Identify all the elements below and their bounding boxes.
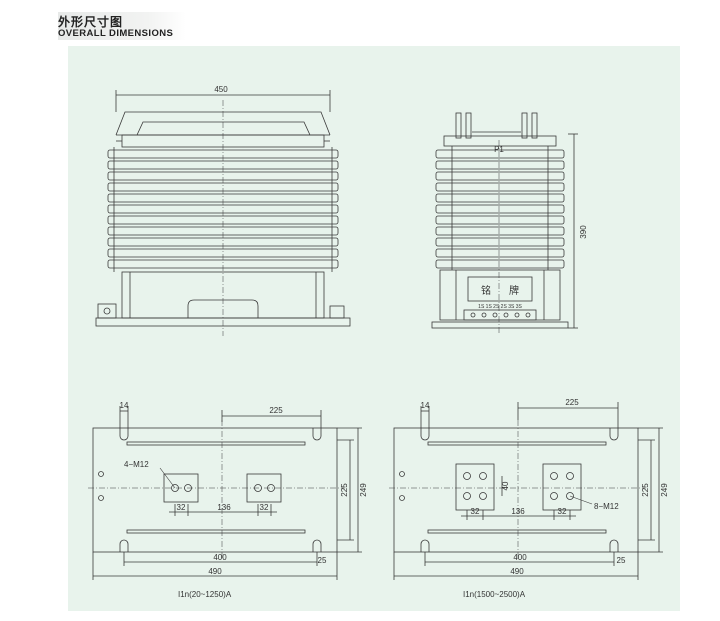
right-dim-225-side: 225	[641, 483, 650, 497]
left-dim-225-top: 225	[269, 406, 283, 415]
left-dim-249: 249	[359, 483, 368, 497]
right-dim-249: 249	[660, 483, 669, 497]
front-view	[95, 90, 351, 336]
right-dim-40: 40	[501, 481, 510, 490]
side-view	[431, 112, 578, 334]
left-bolt-label: 4−M12	[124, 460, 149, 469]
nameplate-char-1: 铭	[481, 284, 491, 297]
left-caption: I1n(20~1250)A	[178, 590, 232, 599]
right-dim-490: 490	[510, 567, 524, 576]
left-dim-400: 400	[213, 553, 227, 562]
left-dim-490: 490	[208, 567, 222, 576]
right-dim-225-top: 225	[565, 398, 579, 407]
left-dim-32-a: 32	[177, 503, 186, 512]
section-header: 外形尺寸图 OVERALL DIMENSIONS	[58, 12, 186, 40]
right-dim-25: 25	[617, 556, 626, 565]
left-dim-32-b: 32	[260, 503, 269, 512]
front-width-dim: 450	[214, 85, 228, 94]
header-title-en: OVERALL DIMENSIONS	[58, 28, 174, 39]
terminal-strip-label: 1S 1S 2S 2S 3S 3S	[478, 304, 522, 310]
nameplate-char-2: 牌	[509, 284, 519, 297]
left-dim-225-side: 225	[340, 483, 349, 497]
right-dim-14: 14	[421, 401, 430, 410]
right-dim-136: 136	[511, 507, 525, 516]
right-bolt-label: 8−M12	[594, 502, 619, 511]
bottom-view-right	[389, 402, 663, 580]
side-height-dim: 390	[579, 225, 588, 239]
right-dim-32-b: 32	[558, 507, 567, 516]
right-dim-400: 400	[513, 553, 527, 562]
header-title-cn: 外形尺寸图	[58, 15, 124, 29]
side-terminal-label: P1	[494, 145, 504, 154]
bottom-view-left	[88, 406, 362, 580]
header-gradient-bar	[58, 12, 186, 40]
left-dim-25: 25	[318, 556, 327, 565]
drawing-panel	[68, 46, 680, 611]
right-dim-32-a: 32	[471, 507, 480, 516]
right-caption: I1n(1500~2500)A	[463, 590, 526, 599]
left-dim-136: 136	[217, 503, 231, 512]
left-dim-14: 14	[120, 401, 129, 410]
